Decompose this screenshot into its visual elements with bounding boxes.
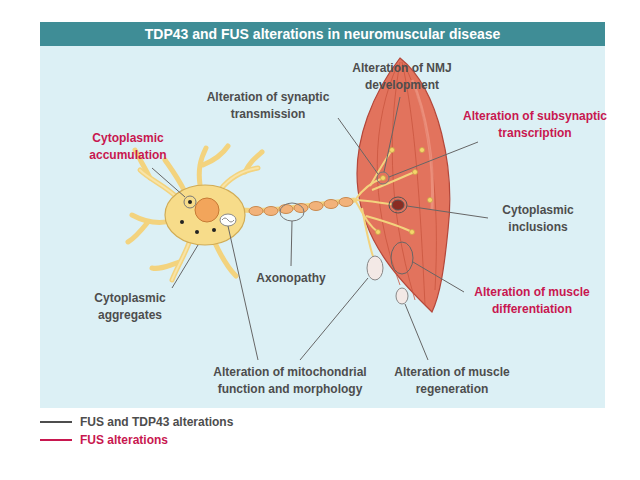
terminal-dots [373,148,433,265]
title-band [40,22,605,46]
highlight-circle [377,172,389,184]
inclusion [392,200,404,210]
highlight-circle [391,242,413,274]
dendrites [128,146,262,280]
legend-text: FUS and TDP43 alterations [80,414,233,430]
callout-label: Cytoplasmic inclusions [493,202,583,236]
callout-label: Axonopathy [241,270,341,287]
callout-label: Cytoplasmic accumulation [83,130,173,164]
legend-line [40,439,72,441]
callout-label: Alteration of synaptic transmission [198,89,338,123]
callout-label: Alteration of NMJ development [340,60,465,94]
diagram-title: TDP43 and FUS alterations in neuromuscul… [40,22,605,46]
leader-lines [152,97,488,360]
legend-text: FUS alterations [80,432,168,448]
nucleus [195,198,219,222]
legend-line [40,421,72,423]
callout-label: Alteration of subsynaptic transcription [455,108,615,142]
highlight-circle [367,256,383,280]
highlight-circle [184,196,196,208]
neuron-body [165,185,245,245]
callout-label: Cytoplasmic aggregates [85,290,175,324]
callout-label: Alteration of muscle differentiation [465,284,600,318]
highlight-circle [280,203,304,221]
callout-label: Alteration of mitochondrial function and… [205,364,375,398]
panel-ground [40,46,605,408]
callout-label: Alteration of muscle regeneration [385,364,520,398]
muscle [357,58,450,312]
mitochondrion [220,214,236,226]
